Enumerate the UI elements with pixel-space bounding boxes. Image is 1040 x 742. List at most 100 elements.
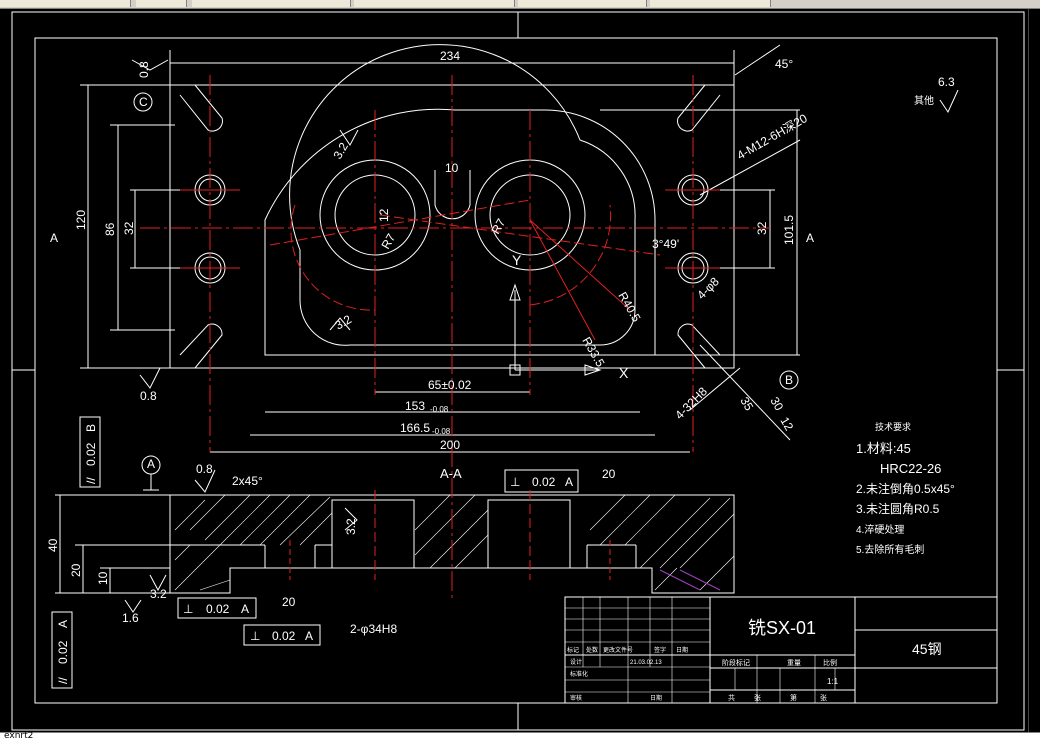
dim-12: 12 <box>377 208 391 222</box>
hole-note-32: 4-32H8 <box>672 384 710 422</box>
dim-40: 40 <box>46 538 60 552</box>
dim-12b: 12 <box>777 415 796 434</box>
head-date: 日期 <box>676 646 688 654</box>
cad-drawing-canvas[interactable]: 234 200 166.5 -0.08 153 -0.08 65±0.02 12… <box>0 9 1040 732</box>
chamfer-note: 2x45° <box>232 474 263 488</box>
centerlines <box>140 75 770 600</box>
tol-frame-3-ref: A <box>241 602 249 616</box>
dim-120: 120 <box>74 210 88 230</box>
tol-frame-1-val: 0.02 <box>84 442 98 466</box>
radius-r33: R33.5 <box>579 335 607 370</box>
tech-req-line-3: 2.未注倒角0.5x45° <box>856 481 955 496</box>
tech-req-line-1: 1.材料:45 <box>856 441 911 456</box>
rough-other: 其他 <box>914 94 934 107</box>
rough-16: 1.6 <box>122 611 139 625</box>
dim-234: 234 <box>440 49 460 63</box>
tol-frame-5-ref: A <box>56 620 70 628</box>
dim-86: 86 <box>103 222 117 236</box>
dim-30: 30 <box>767 395 786 414</box>
section-mark-a-left: A <box>50 231 58 245</box>
dim-10-vert: 10 <box>96 571 110 585</box>
title-block <box>564 596 998 704</box>
material: 45钢 <box>912 641 942 657</box>
dim-32-right: 32 <box>755 221 769 235</box>
date: 21.03.02.13 <box>630 660 662 666</box>
dim-35: 35 <box>737 395 756 414</box>
head-mark: 标记 <box>567 646 579 654</box>
sheet-no: 第 <box>790 693 797 702</box>
tech-req-line-5: 4.淬硬处理 <box>856 523 904 536</box>
radius-r40: R40.5 <box>615 290 643 325</box>
hole-note-8: 4-φ8 <box>694 274 722 302</box>
tol-frame-2-ref: A <box>565 475 573 489</box>
sheet-unit-1: 张 <box>754 693 761 702</box>
tol-frame-2-sym: ⊥ <box>510 475 520 489</box>
dim-101-5: 101.5 <box>782 215 796 245</box>
designer-label: 设计 <box>570 658 582 666</box>
tol-frame-3-val: 0.02 <box>206 602 230 616</box>
rough-08-b: 0.8 <box>140 389 157 403</box>
toolbar <box>0 0 1040 9</box>
tol-frame-4-val: 0.02 <box>272 629 296 643</box>
scale: 1:1 <box>827 677 839 686</box>
dim-65: 65±0.02 <box>428 378 472 392</box>
cad-drawing: 234 200 166.5 -0.08 153 -0.08 65±0.02 12… <box>11 11 1025 731</box>
sheet-unit-2: 张 <box>820 693 827 702</box>
sheet-total: 共 <box>728 693 735 702</box>
head-change: 更改文件号 <box>603 646 633 654</box>
tech-req-line-2: HRC22-26 <box>880 461 941 476</box>
tol-frame-5-val: 0.02 <box>56 640 70 664</box>
angle-45: 45° <box>775 57 793 71</box>
stage-mark: 阶段标记 <box>722 658 750 667</box>
section-label: A-A <box>440 466 462 481</box>
dim-10: 10 <box>445 161 459 175</box>
stage-weight: 重量 <box>787 659 801 667</box>
axis-y: Y <box>512 252 522 268</box>
dim-153-tol: -0.08 <box>430 405 449 414</box>
tol-frame-2-val: 0.02 <box>532 475 556 489</box>
toolbar-tab[interactable] <box>192 0 351 7</box>
rough-32-d: 3.2 <box>150 587 167 601</box>
approve-label: 审核 <box>570 694 582 702</box>
dim-20-bottom: 20 <box>282 595 296 609</box>
toolbar-tab[interactable] <box>776 0 1040 7</box>
datum-b: B <box>785 373 793 387</box>
date2-label: 日期 <box>650 694 662 702</box>
annotations: 234 200 166.5 -0.08 153 -0.08 65±0.02 12… <box>46 49 955 702</box>
std-label: 标准化 <box>570 670 588 678</box>
sheet-border <box>11 11 1025 731</box>
toolbar-tab[interactable] <box>354 0 515 7</box>
rough-08-c: 0.8 <box>196 462 213 476</box>
tol-frame-5-sym: // <box>56 677 70 684</box>
dim-166-tol: -0.08 <box>432 427 451 436</box>
rough-32-a: 3.2 <box>330 140 351 162</box>
vertical-scrollbar[interactable] <box>1028 9 1040 732</box>
datum-c: C <box>139 95 148 109</box>
dim-166: 166.5 <box>400 421 430 435</box>
section-mark-a-right: A <box>806 231 814 245</box>
tol-frame-3-sym: ⊥ <box>183 602 193 616</box>
tech-req-line-4: 3.未注圆角R0.5 <box>856 501 940 516</box>
dim-20-vert: 20 <box>69 563 83 577</box>
hatch <box>174 494 735 591</box>
command-line-text: exnrt2 <box>4 731 34 741</box>
datum-a: A <box>147 457 155 471</box>
dim-20-top: 20 <box>602 467 616 481</box>
dim-200: 200 <box>440 438 460 452</box>
axis-x: X <box>619 365 629 381</box>
tol-frame-1-sym: // <box>84 477 98 484</box>
dim-32-left: 32 <box>122 221 136 235</box>
head-count: 处数 <box>586 646 598 654</box>
section-view <box>55 494 735 594</box>
drawing-number: 铣SX-01 <box>748 618 816 638</box>
radius-r7-b: R7 <box>488 216 508 237</box>
toolbar-tab[interactable] <box>136 0 187 7</box>
head-sign: 签字 <box>654 646 666 654</box>
tech-req-line-6: 5.去除所有毛刺 <box>856 543 924 556</box>
command-line[interactable]: exnrt2 <box>0 731 1040 742</box>
corner-slots <box>179 84 721 369</box>
holes-note: 2-φ34H8 <box>350 622 397 636</box>
toolbar-tab[interactable] <box>650 0 771 7</box>
toolbar-tab[interactable] <box>0 0 131 7</box>
toolbar-tab[interactable] <box>518 0 647 7</box>
